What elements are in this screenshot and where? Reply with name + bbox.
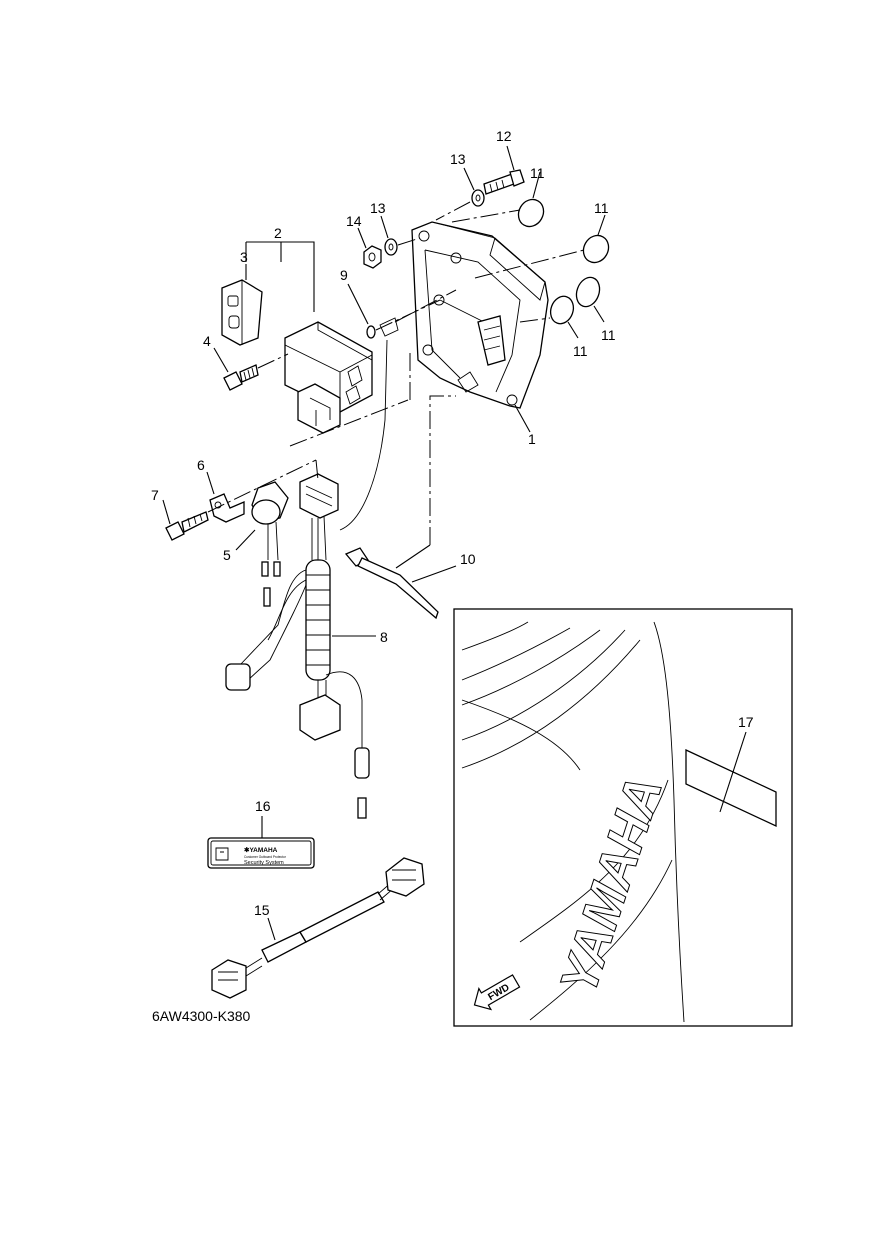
- callout-13b: 13: [370, 200, 386, 216]
- part-14-nut: [363, 245, 382, 269]
- part-11-seals: [517, 198, 610, 325]
- callout-14: 14: [346, 213, 362, 229]
- callout-3: 3: [240, 249, 248, 265]
- cowling-inset: YAMAHA FWD: [453, 608, 793, 1027]
- label-16-brand: ✱YAMAHA: [244, 846, 278, 854]
- callout-11a: 11: [530, 165, 545, 181]
- callout-12: 12: [496, 128, 512, 144]
- part-4-bolt: [223, 364, 259, 391]
- part-5-buzzer: [251, 481, 289, 577]
- callout-9: 9: [340, 267, 348, 283]
- callout-13a: 13: [450, 151, 466, 167]
- part-16-security-label: ✱YAMAHA Customer Outboard Protector Secu…: [207, 837, 315, 869]
- callout-8: 8: [380, 629, 388, 645]
- callout-10: 10: [460, 551, 476, 567]
- callout-15: 15: [254, 902, 270, 918]
- part-9-washer: [366, 325, 376, 339]
- part-13-washers: [384, 189, 485, 256]
- part-6-bracket: [209, 493, 245, 523]
- callout-7: 7: [151, 487, 159, 503]
- callout-11c: 11: [573, 343, 588, 359]
- callout-1: 1: [528, 431, 536, 447]
- part-17-decal: [685, 748, 777, 828]
- part-15-extension-harness: [211, 857, 425, 999]
- part-3-cover: [221, 279, 263, 346]
- part-8-harness: [225, 473, 370, 819]
- callout-16: 16: [255, 798, 271, 814]
- callout-11d: 11: [601, 327, 616, 343]
- part-7-screw: [165, 511, 209, 541]
- label-16-small: Customer Outboard Protector: [244, 855, 287, 859]
- callout-17: 17: [738, 714, 754, 730]
- label-16-system: Security System: [244, 860, 284, 866]
- callout-2: 2: [274, 225, 282, 241]
- part-10-cable-tie: [344, 547, 439, 620]
- part-12-bolt: [483, 169, 525, 195]
- figure-code: 6AW4300-K380: [152, 1008, 251, 1024]
- part-1-mounting-box: [411, 221, 549, 409]
- part-2-ecu-unit: [284, 321, 373, 434]
- callout-5: 5: [223, 547, 231, 563]
- callout-11b: 11: [594, 200, 609, 216]
- callout-6: 6: [197, 457, 205, 473]
- callout-4: 4: [203, 333, 211, 349]
